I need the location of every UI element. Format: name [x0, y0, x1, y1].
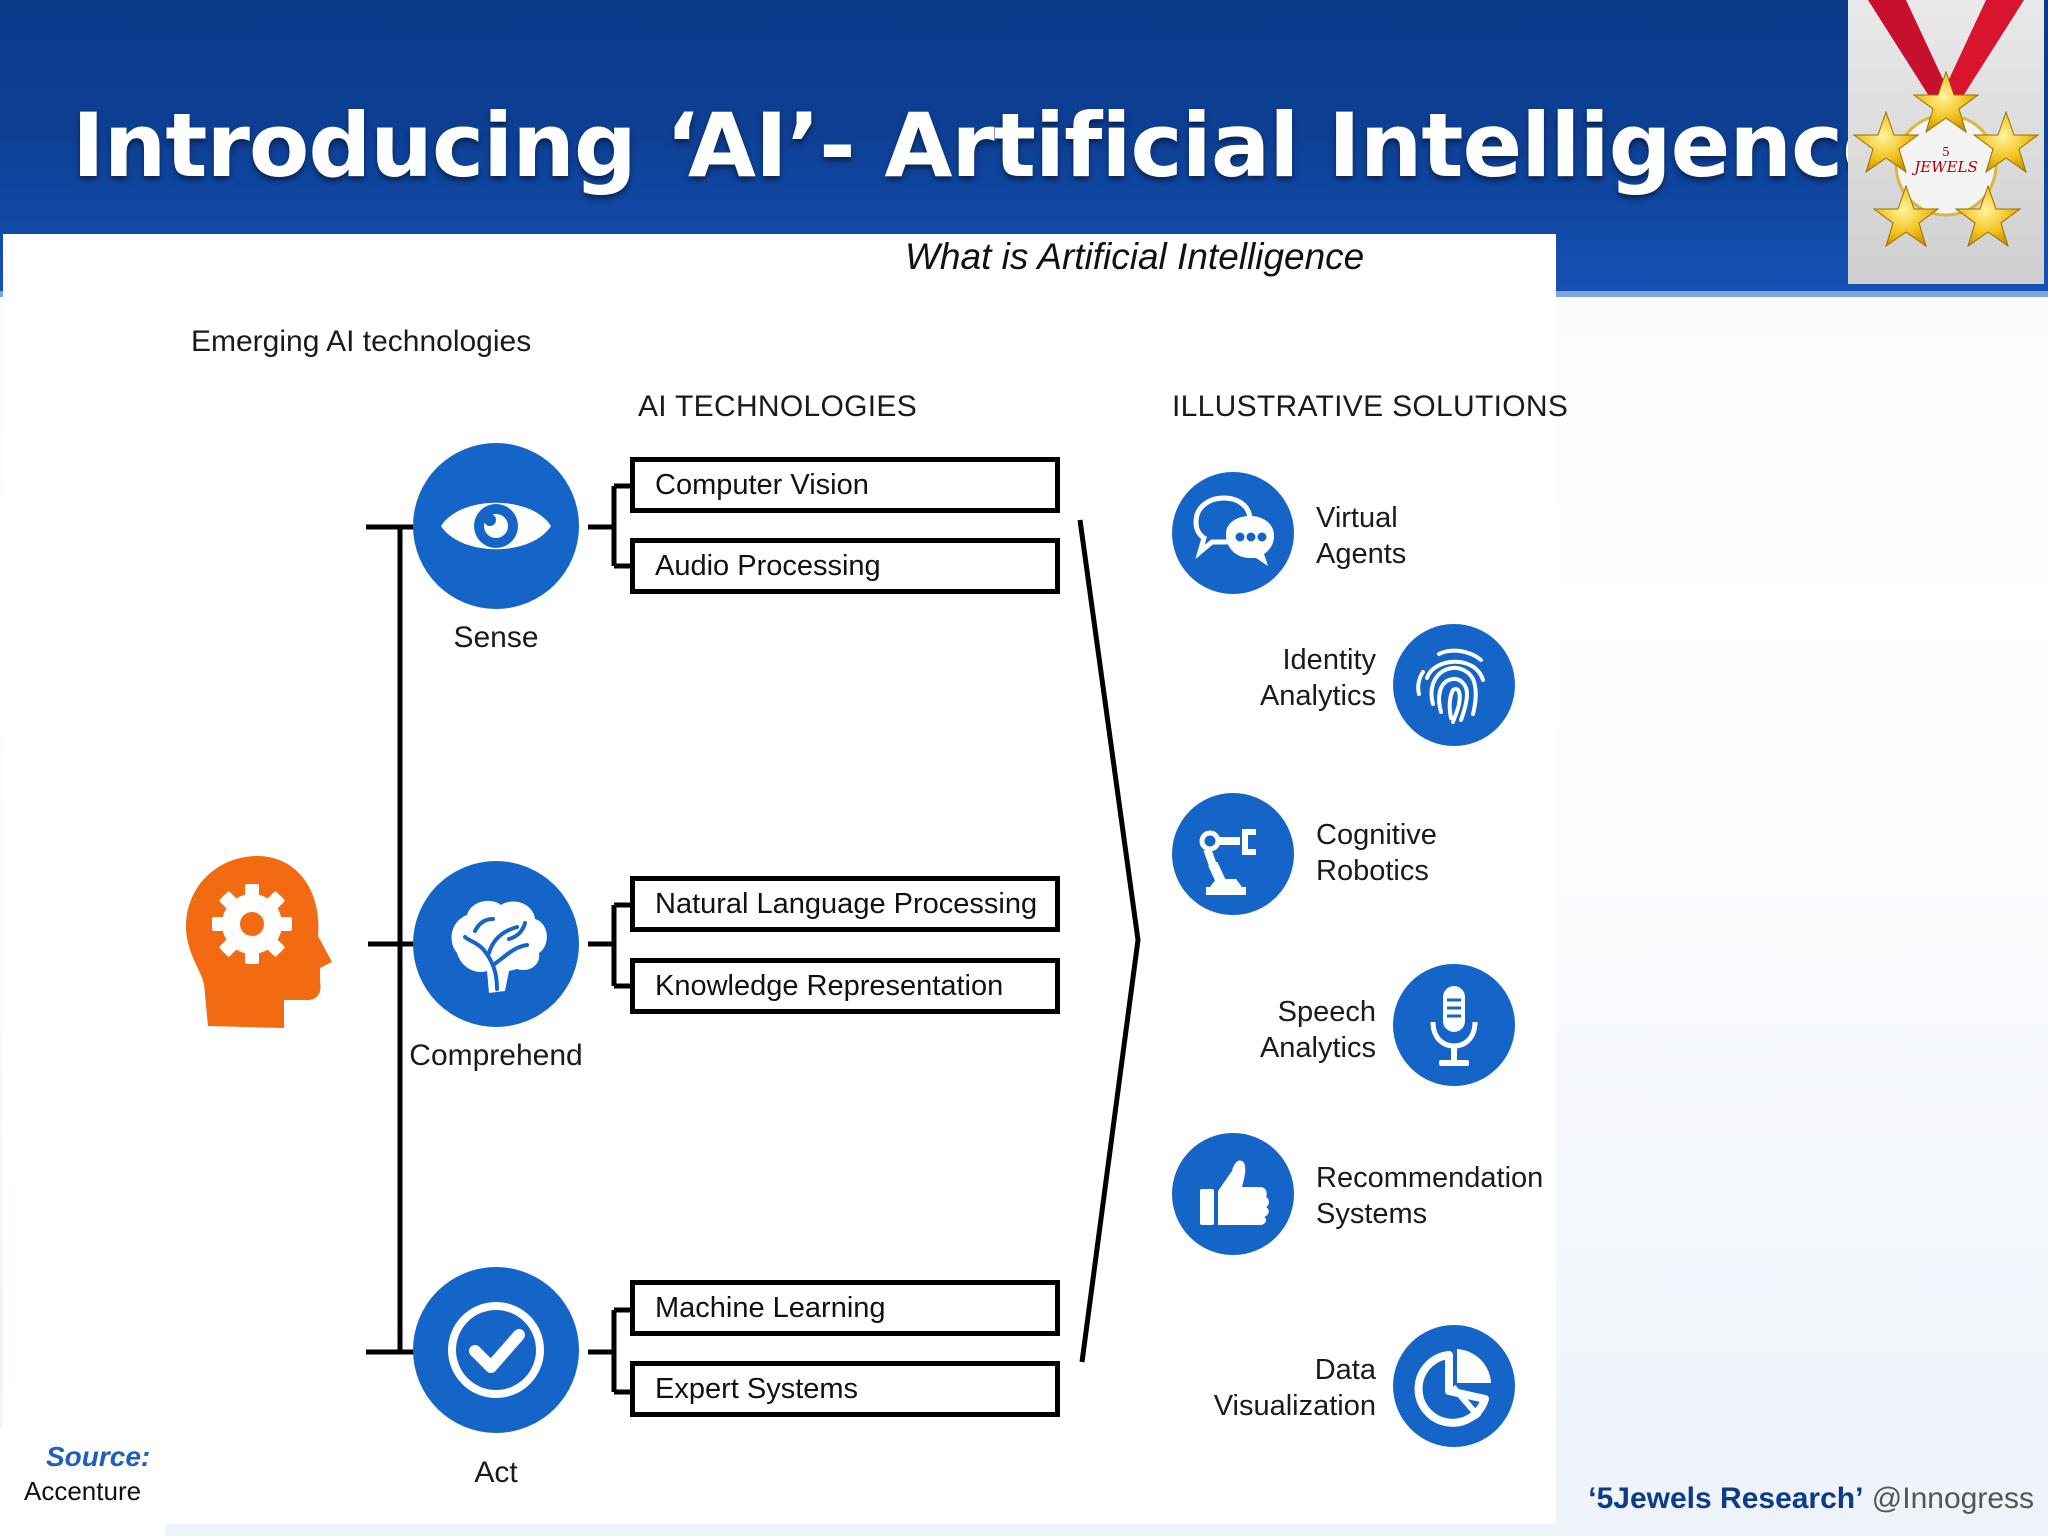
microphone-icon [1430, 986, 1478, 1066]
trunk-bracket [366, 524, 403, 1355]
tech-box-natural-language-processing: Natural Language Processing [630, 876, 1060, 932]
diagram-caption: What is Artificial Intelligence [905, 236, 1365, 277]
chat-bubbles-icon [1193, 495, 1274, 566]
solution-virtual-agents-circle [1172, 472, 1294, 594]
source-value: Accenture [24, 1476, 142, 1506]
bracket-act [588, 1307, 630, 1395]
brain-icon [451, 900, 547, 993]
footer-handle: @Innogress [1871, 1482, 2034, 1515]
checkmark-icon [448, 1302, 544, 1398]
section-label: Emerging AI technologies [191, 325, 532, 358]
footer-brand-name: ‘5Jewels Research’ [1588, 1482, 1864, 1515]
medal-logo-number: 5 [1942, 145, 1950, 159]
bracket-comprehend [588, 902, 630, 989]
tech-box-expert-systems: Expert Systems [630, 1361, 1060, 1417]
stage-sense-circle [413, 443, 579, 609]
bracket-sense [588, 483, 630, 569]
pie-chart-icon [1414, 1349, 1491, 1427]
solution-speech-analytics-circle [1393, 964, 1515, 1086]
medal-logo-text: JEWELS [1911, 158, 1978, 176]
solution-data-visualization-circle [1393, 1325, 1515, 1447]
medal-stars [1852, 70, 2040, 248]
solution-recommendation-systems-circle [1172, 1133, 1294, 1255]
jewels-medal-logo: 5 JEWELS [1848, 0, 2044, 284]
header-ai-technologies: AI TECHNOLOGIES [638, 390, 918, 423]
tech-box-knowledge-representation: Knowledge Representation [630, 958, 1060, 1014]
thumbs-up-icon [1200, 1160, 1269, 1225]
fingerprint-icon [1416, 648, 1485, 724]
stage-comprehend-circle [413, 861, 579, 1027]
solution-identity-analytics-circle [1393, 624, 1515, 746]
stage-act-circle [413, 1267, 579, 1433]
tech-box-audio-processing: Audio Processing [630, 538, 1060, 594]
robot-arm-icon [1199, 829, 1256, 895]
head-gear-icon [186, 856, 332, 1028]
tech-box-machine-learning: Machine Learning [630, 1280, 1060, 1336]
source-box [0, 1428, 165, 1536]
eye-icon [441, 502, 551, 550]
header-illustrative-solutions: ILLUSTRATIVE SOLUTIONS [1172, 390, 1569, 423]
solution-cognitive-robotics-circle [1172, 793, 1294, 915]
slide-title: Introducing ‘AI’- Artificial Intelligenc… [72, 94, 1902, 197]
stage-label-comprehend: Comprehend [409, 1039, 583, 1072]
source-label: Source: [46, 1441, 151, 1472]
convergence-lines [1077, 519, 1141, 1363]
tech-box-computer-vision: Computer Vision [630, 457, 1060, 513]
stage-label-sense: Sense [453, 621, 539, 654]
footer-brand: ‘5Jewels Research’ @Innogress [1588, 1482, 2034, 1516]
stage-label-act: Act [474, 1456, 518, 1489]
